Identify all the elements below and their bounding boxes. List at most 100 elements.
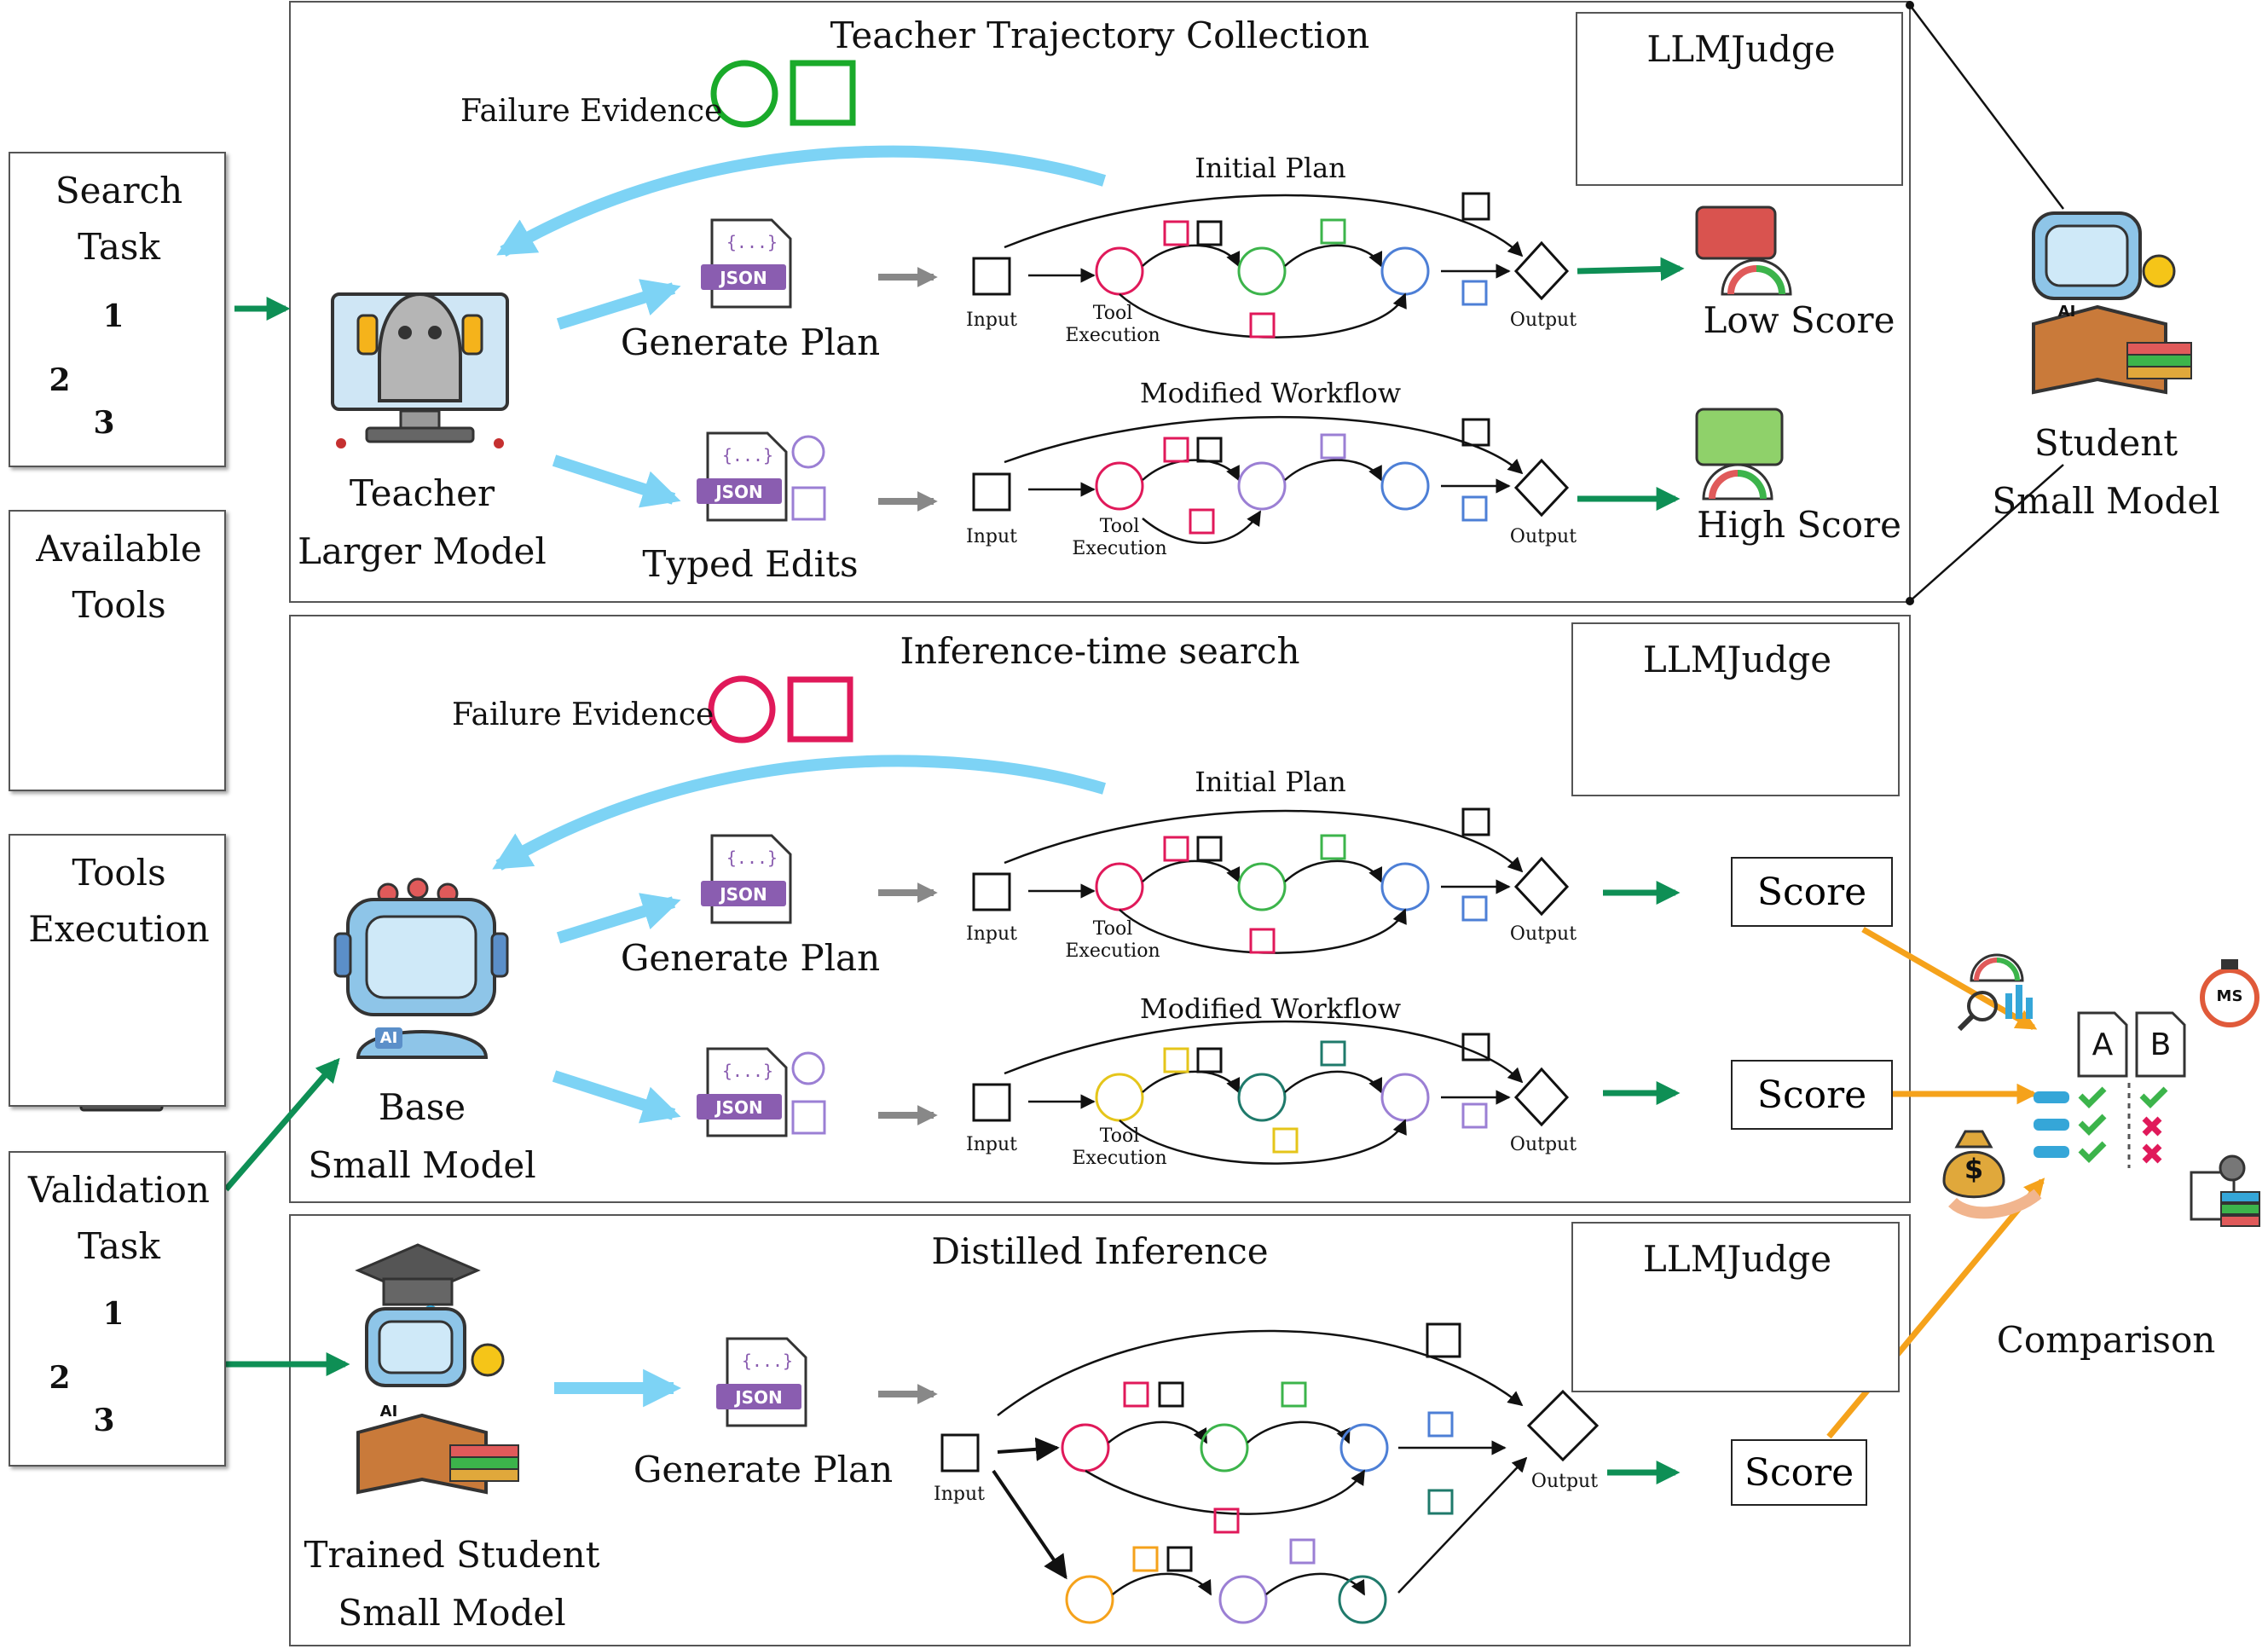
json-file-icon xyxy=(697,431,788,522)
settings-document-icon xyxy=(2190,1154,2260,1227)
workflow-initial-1 xyxy=(972,192,1570,338)
step-three-number: 3 xyxy=(93,405,115,441)
step-one-number: 1 xyxy=(102,298,124,334)
base-label-1: Base xyxy=(378,1086,466,1128)
document-b-icon xyxy=(2135,1011,2186,1078)
panel2-title: Inference-time search xyxy=(900,630,1300,672)
trained-student-label-1: Trained Student xyxy=(304,1534,600,1576)
panel-inference-search xyxy=(289,615,1911,1203)
step-one-number: 1 xyxy=(102,1296,124,1332)
json-label: JSON xyxy=(720,268,767,288)
workflow-modified-1 xyxy=(972,415,1570,544)
panel1-title: Teacher Trajectory Collection xyxy=(830,14,1370,56)
json-braces: {...} xyxy=(726,232,778,252)
high-score-card-icon xyxy=(1695,408,1784,500)
available-tools-box: Available Tools xyxy=(9,510,226,791)
workflow-initial-2 xyxy=(972,807,1570,954)
score-box: Score xyxy=(1731,1060,1893,1130)
ai-badge: AI xyxy=(379,1403,398,1420)
panel-distilled xyxy=(289,1214,1911,1646)
student-label-1: Student xyxy=(2034,422,2178,464)
json-braces: {...} xyxy=(726,848,778,868)
input-label: Input xyxy=(966,310,1017,331)
score-box: Score xyxy=(1731,857,1893,927)
base-label-2: Small Model xyxy=(308,1144,536,1186)
code-glyph: </> xyxy=(92,963,155,1003)
workflow-distilled xyxy=(940,1322,1600,1624)
trained-student-label-2: Small Model xyxy=(338,1592,566,1634)
input-label: Input xyxy=(966,1134,1017,1155)
comparison-label: Comparison xyxy=(1996,1319,2216,1361)
document-a-icon xyxy=(2077,1011,2128,1078)
output-label: Output xyxy=(1509,526,1577,547)
initial-plan-label: Initial Plan xyxy=(1195,152,1346,184)
ai-badge: AI xyxy=(2057,303,2076,321)
evidence-circle-red xyxy=(708,675,776,743)
generate-plan-label: Generate Plan xyxy=(620,321,881,363)
modified-workflow-label: Modified Workflow xyxy=(1139,992,1402,1025)
teacher-label-2: Larger Model xyxy=(298,530,547,572)
json-braces: {...} xyxy=(721,445,774,466)
comparison-checklist-icon xyxy=(2034,1083,2168,1168)
json-braces: {...} xyxy=(741,1351,794,1371)
stopwatch-icon xyxy=(2200,959,2259,1027)
low-score-card-icon xyxy=(1695,205,1792,296)
validation-task-box: Validation Task xyxy=(9,1151,226,1467)
generate-plan-label: Generate Plan xyxy=(633,1449,894,1490)
available-tools-label-1: Available xyxy=(36,528,202,570)
evidence-square-red xyxy=(787,676,853,743)
gauge-magnifier-icon xyxy=(1957,953,2033,1032)
validation-task-label-2: Task xyxy=(78,1225,160,1267)
panel1-failure-evidence: Failure Evidence xyxy=(460,94,723,129)
evidence-circle-green xyxy=(710,60,778,128)
step-two-number: 2 xyxy=(49,1360,71,1396)
low-score-label: Low Score xyxy=(1703,299,1895,341)
typed-edits-label: Typed Edits xyxy=(642,543,859,585)
json-label: JSON xyxy=(715,482,763,502)
panel3-title: Distilled Inference xyxy=(931,1230,1269,1272)
tools-execution-label-2: Execution xyxy=(28,908,210,950)
llm-judge-label: LLMJudge xyxy=(1642,1238,1832,1280)
arrow-validation-to-base xyxy=(223,1057,340,1192)
json-label: JSON xyxy=(715,1097,763,1118)
teacher-label-1: Teacher xyxy=(349,472,495,514)
high-score-label: High Score xyxy=(1697,504,1901,546)
available-tools-label-2: Tools xyxy=(72,584,166,626)
ai-badge: AI xyxy=(379,1029,398,1047)
student-label-2: Small Model xyxy=(1992,480,2220,522)
json-label: JSON xyxy=(735,1387,783,1408)
search-task-label-1: Search xyxy=(55,170,183,211)
json-braces: {...} xyxy=(721,1061,774,1081)
workflow-modified-2 xyxy=(972,1020,1570,1165)
step-three-number: 3 xyxy=(93,1403,115,1438)
output-label: Output xyxy=(1530,1471,1599,1492)
validation-task-label-1: Validation xyxy=(28,1169,210,1211)
llm-judge-box: LLMJudge xyxy=(1571,1222,1900,1392)
search-task-label-2: Task xyxy=(78,226,160,268)
llm-judge-box: LLMJudge xyxy=(1576,12,1903,186)
json-file-icon xyxy=(697,1047,788,1137)
modified-workflow-label: Modified Workflow xyxy=(1139,377,1402,409)
json-file-icon xyxy=(701,218,792,309)
teacher-robot-monitor-icon xyxy=(331,292,509,448)
initial-plan-label: Initial Plan xyxy=(1195,766,1346,798)
llm-judge-box: LLMJudge xyxy=(1571,622,1900,796)
input-label: Input xyxy=(934,1484,985,1505)
score-box: Score xyxy=(1731,1439,1867,1506)
tools-execution-box: Tools Execution xyxy=(9,834,226,1107)
base-robot-icon xyxy=(333,877,509,1059)
dollar-sign: $ xyxy=(1964,1153,1984,1185)
step-two-number: 2 xyxy=(49,362,71,398)
trained-student-icon xyxy=(355,1243,519,1495)
feedback-arrow-1 xyxy=(496,145,1107,257)
llm-judge-label: LLMJudge xyxy=(1646,28,1836,70)
json-file-icon xyxy=(701,834,792,924)
search-task-box: Search Task xyxy=(9,152,226,467)
input-label: Input xyxy=(966,526,1017,547)
money-bag-hand-icon xyxy=(1942,1130,2042,1219)
generate-plan-label: Generate Plan xyxy=(620,937,881,979)
